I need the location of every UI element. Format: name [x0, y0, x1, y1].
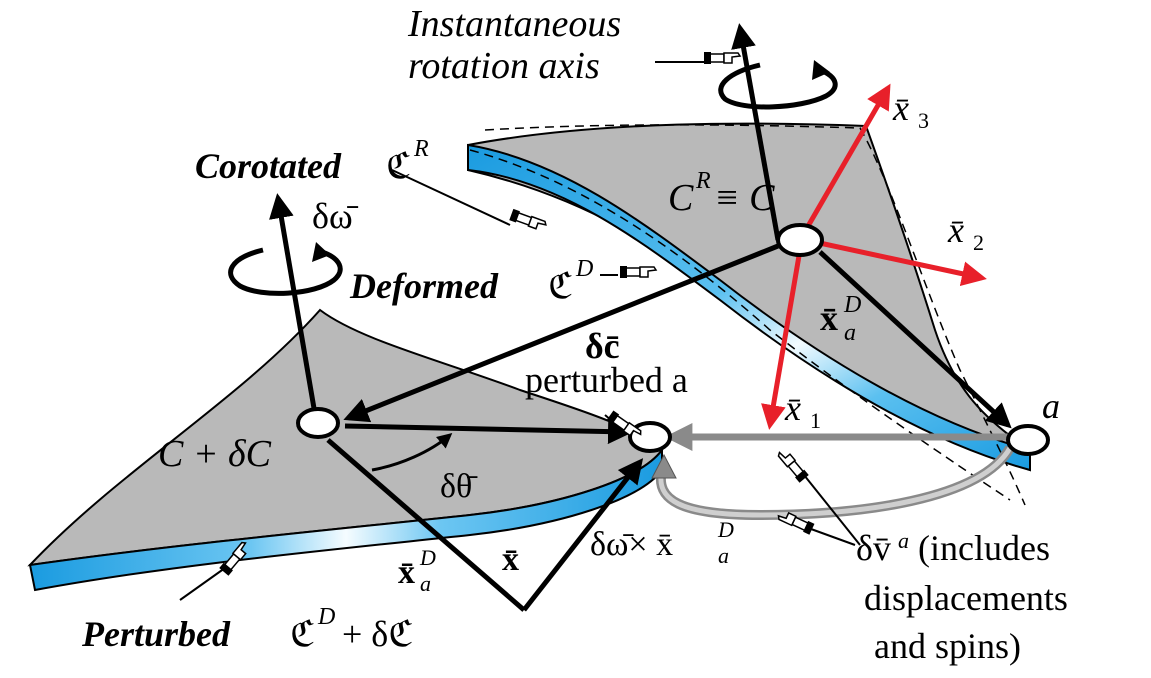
axis-label-line2: rotation axis [408, 45, 600, 87]
dv-label: δv̄ [856, 528, 891, 568]
dv-note-line1: (includes [918, 528, 1050, 568]
perturbed-symbol: ℭ [290, 614, 315, 654]
xaD-right-subscript: a [844, 320, 856, 346]
x1-label: x̄ [784, 388, 801, 428]
x1-subscript: 1 [810, 408, 821, 433]
x3-label: x̄ [892, 88, 909, 128]
dc-label: δc̄ [585, 326, 620, 366]
xaD-left-label: x̄ [398, 554, 415, 591]
corotated-symbol: ℭ [386, 146, 411, 186]
perturbed-label: Perturbed [81, 614, 231, 654]
dw-cross-subscript: a [718, 543, 729, 568]
corotated-shell [467, 122, 1031, 506]
deformed-symbol: ℭ [548, 266, 573, 306]
a-label: a [1042, 386, 1060, 426]
xaD-left-subscript: a [420, 571, 431, 596]
corotated-label: Corotated [195, 146, 342, 186]
vector-arrows [269, 23, 1012, 612]
pointing-hand-icon [619, 265, 657, 279]
deformed-superscript: D [575, 256, 593, 282]
dtheta-label: δθ̄ [440, 468, 478, 505]
pointing-hand-icon [703, 51, 741, 65]
xaD-right-label: x̄ [820, 298, 838, 338]
dv-note-line2: displacements [864, 578, 1068, 618]
perturbed-rhs: + δℭ [342, 614, 414, 654]
dw-label: δω̄ [312, 196, 359, 236]
rotation-arrow-icon [718, 60, 838, 110]
c-plus-dc-label: C + δC [158, 433, 272, 475]
rotation-arrow-icon [228, 242, 343, 296]
xaD-right-superscript: D [843, 292, 861, 318]
cr-equiv-c-label: C [668, 177, 694, 219]
node-a [1006, 424, 1050, 456]
corotated-superscript: R [413, 136, 429, 162]
x-label: x̄ [502, 541, 519, 578]
x2-subscript: 2 [973, 230, 984, 255]
displacement-arrows [651, 423, 1015, 521]
axis-label-line1: Instantaneous [407, 3, 621, 45]
x3-subscript: 3 [918, 108, 929, 133]
perturbed-shell [27, 308, 664, 592]
pointing-hand-icon [508, 208, 548, 234]
cr-equiv-c-rhs: ≡ C [714, 177, 775, 219]
local-axes [761, 83, 987, 430]
x2-label: x̄ [947, 210, 964, 250]
cr-equiv-c-superscript: R [695, 168, 711, 194]
perturbed-superscript: D [317, 604, 335, 630]
dw-cross-label: δω̄× x̄ [590, 526, 673, 563]
dv-note-line3: and spins) [874, 626, 1021, 666]
leader-lines [179, 61, 861, 601]
node-perturbed-centroid [296, 407, 340, 439]
dw-cross-superscript: D [717, 517, 734, 542]
deformed-label: Deformed [349, 266, 499, 306]
perturbed-a-label: perturbed a [525, 360, 688, 400]
pointing-hand-icon [775, 446, 810, 484]
xaD-left-superscript: D [419, 545, 436, 570]
dv-superscript: a [898, 528, 909, 553]
node-centroid [776, 223, 824, 257]
